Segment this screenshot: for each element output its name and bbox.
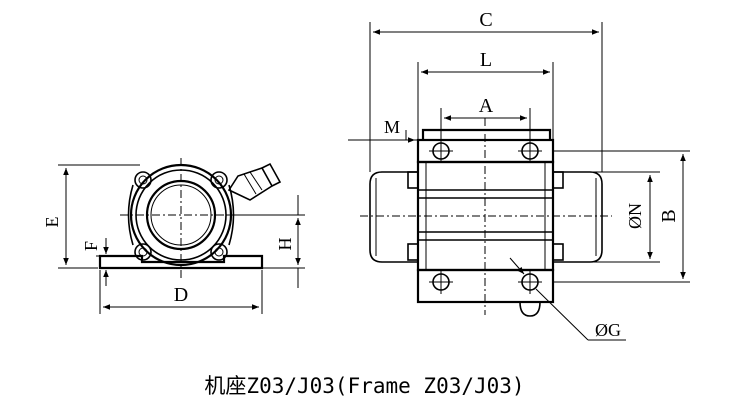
dim-label-e: E [42, 217, 62, 228]
figure-caption: 机座Z03/J03(Frame Z03/J03) [204, 374, 525, 398]
dim-label-c: C [479, 9, 492, 31]
dim-label-d: D [174, 284, 188, 306]
dim-label-h: H [275, 238, 295, 251]
side-view: C L A M ØN B ØG [348, 9, 690, 341]
dim-label-a: A [479, 95, 494, 117]
mounting-holes [429, 139, 542, 294]
cable-gland [227, 162, 282, 201]
end-view: E F H D [42, 158, 305, 314]
dim-label-m: M [384, 117, 400, 137]
dim-label-g: ØG [595, 320, 621, 340]
dim-label-n: ØN [625, 203, 645, 229]
bolt-group [134, 171, 228, 261]
dim-label-l: L [480, 49, 492, 71]
dim-label-b: B [658, 209, 680, 222]
dim-label-f: F [81, 241, 101, 251]
